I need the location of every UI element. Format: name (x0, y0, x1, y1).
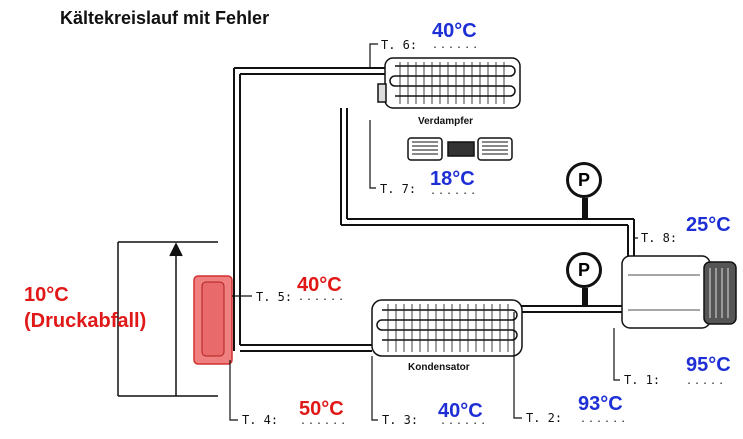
tpoint-temp-t1: 95°C (686, 354, 731, 376)
compressor (621, 255, 737, 329)
tpoint-temp-t8: 25°C (686, 214, 731, 236)
condenser-label: Kondensator (408, 362, 470, 373)
tpoint-temp-t4: 50°C (299, 398, 344, 420)
tpoint-dots-t1: ..... (686, 376, 727, 387)
leader-lines (229, 43, 638, 421)
tpoint-dots-t6: ...... (432, 40, 481, 51)
fault-note-temp: 10°C (24, 284, 69, 306)
tpoint-temp-t5: 40°C (297, 274, 342, 296)
tpoint-label-t6: T. 6: (381, 38, 418, 52)
tpoint-label-t7: T. 7: (380, 182, 417, 196)
pressure-gauge-discharge: P (566, 252, 602, 288)
fault-note: 10°C (Druckabfall) (24, 282, 146, 334)
tpoint-label-t5: T. 5: (256, 290, 293, 304)
tpoint-temp-t2: 93°C (578, 393, 623, 415)
tpoint-label-t8: T. 8: (641, 231, 678, 245)
evaporator-coil (377, 57, 521, 109)
pressure-gauge-suction: P (566, 162, 602, 198)
tpoint-label-t4: T. 4: (242, 413, 279, 427)
tpoint-label-t3: T. 3: (382, 413, 419, 427)
tpoint-temp-t7: 18°C (430, 168, 475, 190)
diagram-title: Kältekreislauf mit Fehler (60, 8, 270, 28)
tpoint-dots-t2: ...... (580, 414, 629, 425)
tpoint-temp-t3: 40°C (438, 400, 483, 422)
tpoint-dots-t4: ...... (300, 416, 349, 427)
condenser-coil (371, 299, 523, 357)
tpoint-dots-t5: ...... (298, 292, 347, 303)
tpoint-temp-t6: 40°C (432, 20, 477, 42)
tpoint-dots-t3: ...... (440, 416, 489, 427)
tpoint-dots-t7: ...... (430, 186, 479, 197)
pipes (233, 67, 635, 352)
evaporator-label: Verdampfer (418, 116, 474, 127)
tpoint-label-t2: T. 2: (526, 411, 563, 425)
receiver-dryer (193, 275, 233, 365)
blower-fan (407, 137, 513, 161)
tpoint-label-t1: T. 1: (624, 373, 661, 387)
pressure-bracket (117, 241, 218, 397)
fault-note-reason: (Druckabfall) (24, 310, 147, 332)
